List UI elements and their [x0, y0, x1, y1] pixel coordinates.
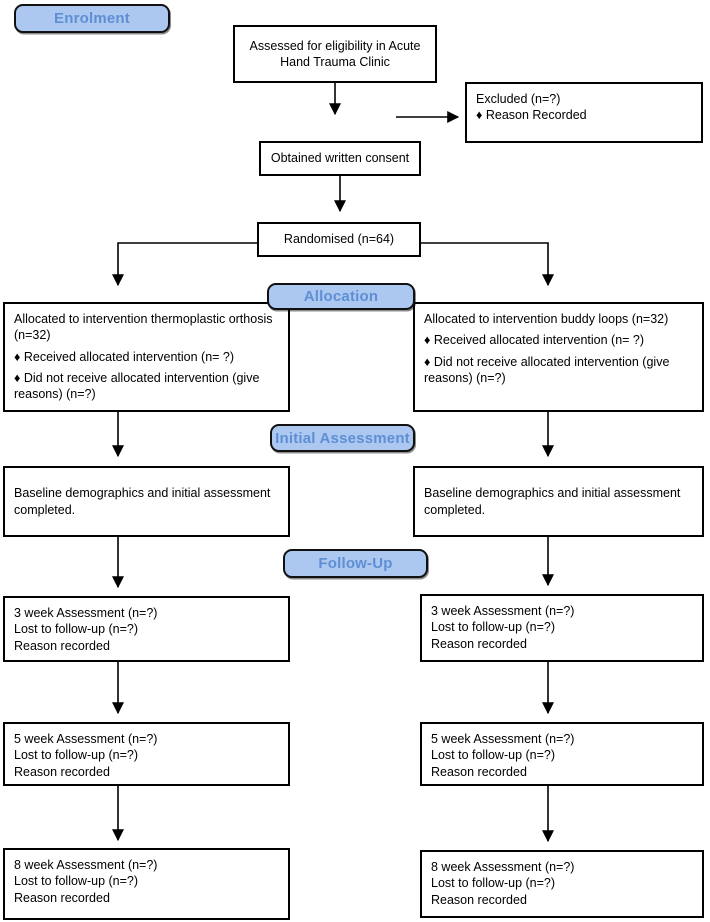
baseline-text: Baseline demographics and initial assess… [14, 486, 271, 517]
week3-left-box: 3 week Assessment (n=?) Lost to follow-u… [3, 596, 290, 662]
week3-assessment-text: 3 week Assessment (n=?) [14, 606, 158, 620]
consent-text: Obtained written consent [270, 151, 410, 166]
week5-assessment-text: 5 week Assessment (n=?) [431, 732, 575, 746]
stage-label-allocation: Allocation [267, 283, 415, 310]
did-not-receive-text: ♦ Did not receive allocated intervention… [14, 370, 260, 401]
allocated-buddy-loops-title: Allocated to intervention buddy loops (n… [424, 312, 669, 326]
reason-recorded-text: Reason recorded [14, 638, 110, 653]
reason-recorded-text: Reason recorded [14, 764, 110, 779]
reason-recorded-text: Reason recorded [431, 892, 527, 907]
reason-recorded-text: Reason recorded [431, 636, 527, 651]
lost-to-follow-up-text: Lost to follow-up (n=?) [431, 876, 556, 891]
stage-label-initial-assessment: Initial Assessment [270, 424, 415, 452]
week5-right-box: 5 week Assessment (n=?) Lost to follow-u… [420, 722, 704, 786]
excluded-reason-text: ♦ Reason Recorded [476, 108, 587, 123]
received-intervention-text: ♦ Received allocated intervention (n= ?) [424, 333, 645, 348]
reason-recorded-text: Reason recorded [431, 764, 527, 779]
week8-left-box: 8 week Assessment (n=?) Lost to follow-u… [3, 848, 290, 920]
randomised-text: Randomised (n=64) [283, 232, 395, 247]
lost-to-follow-up-text: Lost to follow-up (n=?) [431, 748, 556, 763]
did-not-receive-text: ♦ Did not receive allocated intervention… [424, 354, 670, 385]
randomised-box: Randomised (n=64) [257, 222, 421, 257]
week5-left-box: 5 week Assessment (n=?) Lost to follow-u… [3, 722, 290, 786]
baseline-text: Baseline demographics and initial assess… [424, 486, 681, 517]
lost-to-follow-up-text: Lost to follow-up (n=?) [14, 622, 139, 637]
week8-right-box: 8 week Assessment (n=?) Lost to follow-u… [420, 850, 704, 918]
lost-to-follow-up-text: Lost to follow-up (n=?) [14, 748, 139, 763]
baseline-left-box: Baseline demographics and initial assess… [3, 466, 290, 537]
week3-right-box: 3 week Assessment (n=?) Lost to follow-u… [420, 594, 704, 662]
stage-label-follow-up: Follow-Up [283, 549, 428, 578]
week5-assessment-text: 5 week Assessment (n=?) [14, 732, 158, 746]
received-intervention-text: ♦ Received allocated intervention (n= ?) [14, 349, 235, 364]
baseline-right-box: Baseline demographics and initial assess… [413, 466, 704, 537]
week8-assessment-text: 8 week Assessment (n=?) [431, 860, 575, 874]
excluded-text: Excluded (n=?) [476, 92, 561, 106]
lost-to-follow-up-text: Lost to follow-up (n=?) [14, 874, 139, 889]
consent-box: Obtained written consent [259, 141, 421, 176]
reason-recorded-text: Reason recorded [14, 890, 110, 905]
excluded-box: Excluded (n=?) ♦ Reason Recorded [465, 82, 703, 143]
stage-label-enrolment: Enrolment [14, 4, 170, 33]
week8-assessment-text: 8 week Assessment (n=?) [14, 858, 158, 872]
allocated-thermoplastic-title: Allocated to intervention thermoplastic … [14, 312, 273, 343]
allocated-buddy-loops-box: Allocated to intervention buddy loops (n… [413, 302, 704, 412]
eligibility-box: Assessed for eligibility in Acute Hand T… [233, 25, 437, 83]
lost-to-follow-up-text: Lost to follow-up (n=?) [431, 620, 556, 635]
eligibility-text: Assessed for eligibility in Acute Hand T… [249, 38, 421, 69]
allocated-thermoplastic-box: Allocated to intervention thermoplastic … [3, 302, 290, 412]
week3-assessment-text: 3 week Assessment (n=?) [431, 604, 575, 618]
